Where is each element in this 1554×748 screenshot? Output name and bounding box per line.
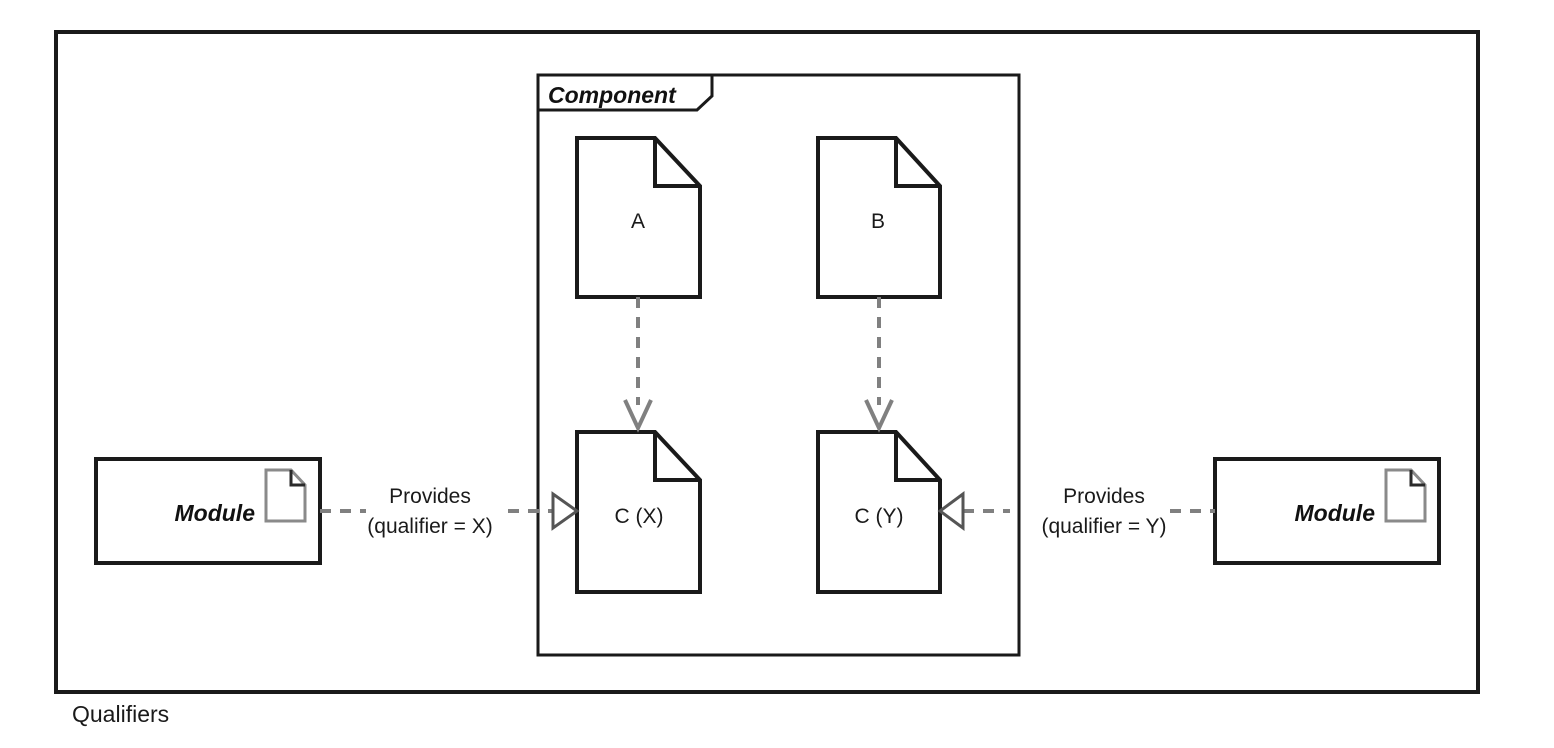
module-right-document-fold-icon (1409, 470, 1425, 487)
node-cx-label: C (X) (615, 505, 664, 528)
node-b-fold-icon (894, 138, 940, 188)
node-cy-document-icon (816, 430, 942, 594)
component-tab (536, 73, 714, 112)
module-right-label: Module (1295, 500, 1376, 526)
node-b-document-icon (816, 136, 942, 299)
module-left-document-fold-icon (289, 470, 305, 487)
provides-left-label-line1: Provides (389, 485, 471, 508)
node-cx-document-icon (575, 430, 702, 594)
node-a-fold-icon (653, 138, 700, 188)
provides-left-arrowhead-icon (551, 491, 580, 531)
node-cy-fold-icon (894, 432, 940, 482)
provides-right-arrowhead-icon (937, 491, 965, 531)
module-right-document-icon (1384, 468, 1427, 523)
module-left-document-icon (264, 468, 307, 523)
node-b-label: B (871, 210, 885, 233)
module-left-label: Module (175, 500, 256, 526)
node-a-label: A (631, 210, 645, 233)
dependency-a-to-cx-arrowhead-icon (623, 399, 653, 433)
provides-left-label-line2: (qualifier = X) (367, 515, 492, 538)
component-label: Component (548, 82, 677, 108)
provides-right-label-line2: (qualifier = Y) (1041, 515, 1166, 538)
node-cx-fold-icon (653, 432, 700, 482)
node-a-document-icon (575, 136, 702, 299)
diagram-caption: Qualifiers (72, 701, 169, 727)
provides-right-label-line1: Provides (1063, 485, 1145, 508)
dependency-b-to-cy-arrowhead-icon (864, 399, 894, 433)
node-cy-label: C (Y) (855, 505, 904, 528)
